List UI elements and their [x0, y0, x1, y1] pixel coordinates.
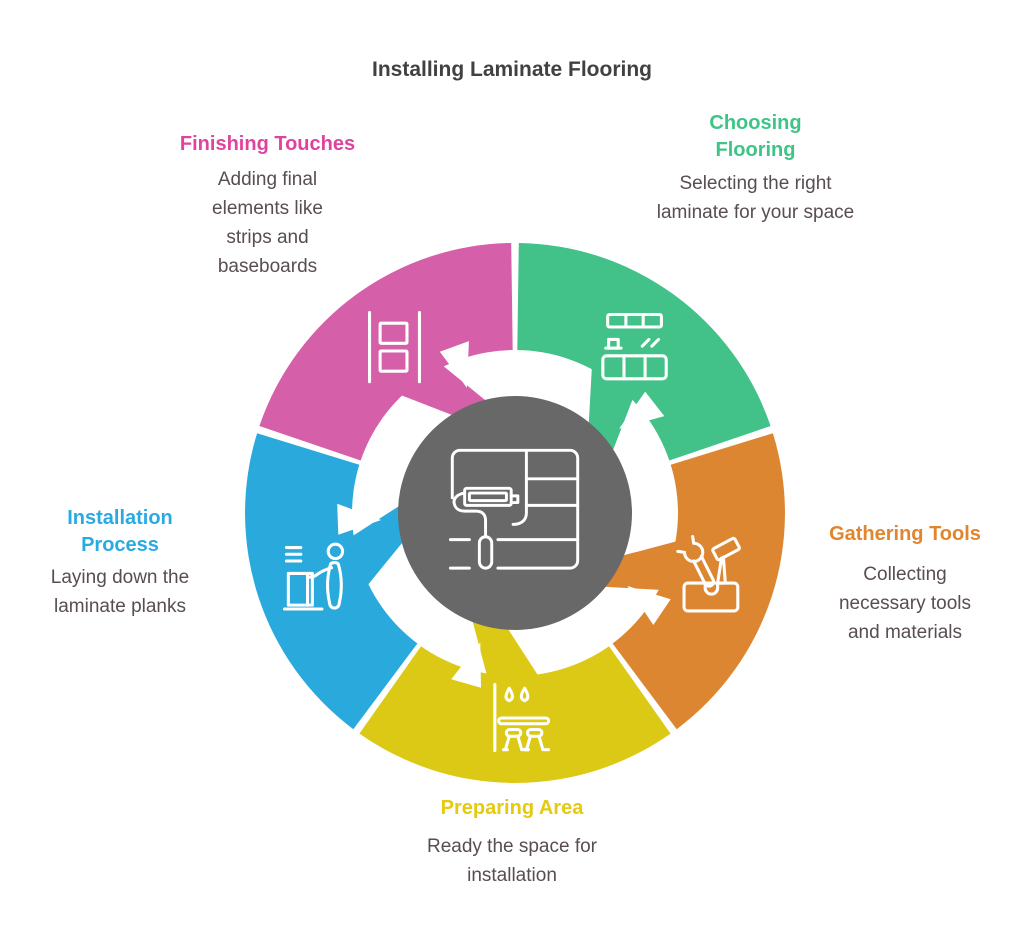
step-block-gathering-tools: Gathering Tools Collecting necessary too… — [810, 521, 1000, 647]
step-heading: Installation Process — [67, 507, 173, 556]
paint-roller-flooring-icon — [448, 448, 580, 570]
step-heading: Preparing Area — [440, 797, 584, 819]
center-circle — [398, 396, 632, 630]
arrow-notch-choosing-flooring — [619, 391, 665, 429]
laying-planks-icon — [282, 542, 345, 611]
arrow-tab-installation-process — [347, 503, 406, 591]
room-prep-icon — [493, 682, 551, 753]
segment-choosing-flooring — [517, 243, 771, 461]
arrow-notch-gathering-tools — [627, 586, 671, 625]
arrow-notch-installation-process — [337, 503, 382, 535]
baseboard-strips-icon — [368, 311, 422, 384]
step-heading: Finishing Touches — [179, 133, 356, 155]
segment-preparing-area — [359, 646, 671, 783]
step-heading: Choosing Flooring — [709, 112, 802, 161]
segment-gathering-tools — [612, 433, 785, 730]
step-description: Collecting necessary tools and materials — [838, 564, 971, 643]
arrow-tab-choosing-flooring — [588, 361, 636, 456]
step-block-preparing-area: Preparing Area Ready the space for insta… — [392, 795, 632, 890]
flooring-samples-icon — [601, 312, 668, 381]
step-description: Adding final elements like strips and ba… — [212, 169, 323, 277]
arrow-tab-preparing-area — [471, 616, 542, 681]
toolbox-icon — [676, 534, 741, 613]
step-description: Selecting the right laminate for your sp… — [656, 173, 855, 223]
step-description: Ready the space for installation — [426, 836, 598, 886]
arrow-tab-finishing-touches — [394, 361, 490, 417]
segment-installation-process — [245, 433, 418, 730]
step-description: Laying down the laminate planks — [50, 567, 190, 617]
page-title: Installing Laminate Flooring — [371, 58, 652, 81]
step-block-finishing-touches: Finishing Touches Adding final elements … — [155, 131, 380, 281]
step-block-choosing-flooring: Choosing Flooring Selecting the right la… — [648, 110, 863, 227]
step-block-installation-process: Installation Process Laying down the lam… — [14, 505, 226, 621]
arrow-notch-preparing-area — [451, 642, 481, 688]
arrow-notch-finishing-touches — [439, 341, 469, 388]
arrow-tab-gathering-tools — [599, 539, 683, 591]
step-heading: Gathering Tools — [829, 523, 981, 545]
